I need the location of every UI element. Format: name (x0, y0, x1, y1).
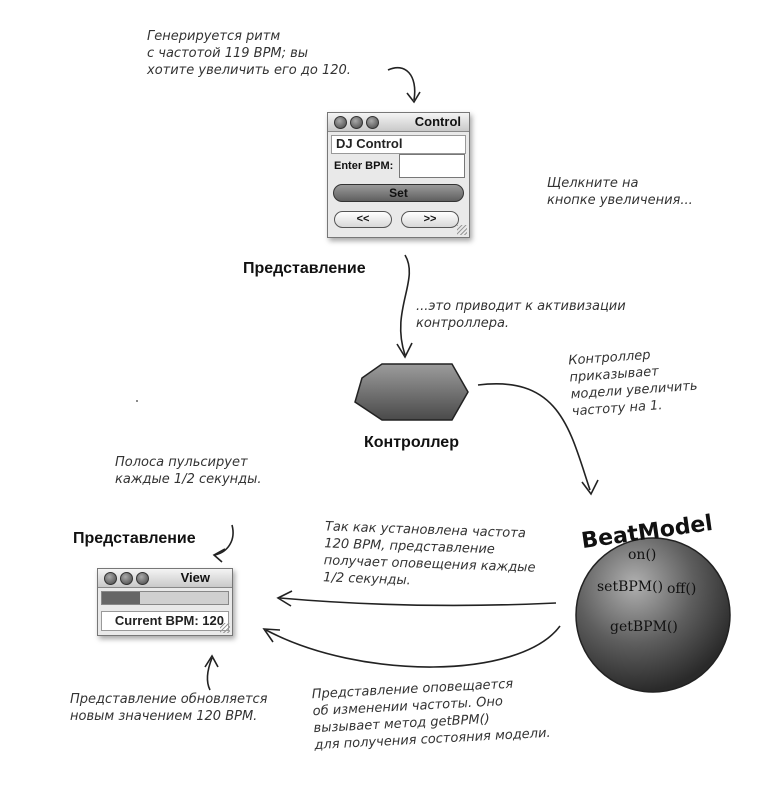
dj-control-window: Control DJ Control Enter BPM: Set << >> (327, 112, 470, 238)
beat-pulse-bar (101, 591, 229, 605)
minimize-icon[interactable] (120, 572, 133, 585)
beat-pulse-fill (102, 592, 140, 604)
view-window-title: View (180, 570, 210, 585)
close-icon[interactable] (104, 572, 117, 585)
note-view-notified: Представление оповещается об изменении ч… (311, 676, 551, 754)
method-off: off() (667, 581, 697, 597)
set-button[interactable]: Set (333, 184, 464, 202)
note-view-updated: Представление обновляется новым значение… (70, 692, 268, 724)
note-click-increase: Щелкните на кнопке увеличения... (547, 176, 693, 208)
bpm-input[interactable] (399, 154, 465, 178)
label-controller: Контроллер (364, 434, 459, 451)
resize-grip[interactable] (457, 225, 467, 235)
arrow-model-to-view-lower (265, 625, 561, 668)
current-bpm-display: Current BPM: 120 (101, 611, 229, 631)
dj-control-header: DJ Control (331, 135, 466, 154)
note-activate-controller: ...это приводит к активизации контроллер… (416, 299, 626, 331)
minimize-icon[interactable] (350, 116, 363, 129)
note-bar-pulses: Полоса пульсирует каждые 1/2 секунды. (115, 455, 262, 487)
arrow-updated-to-view (206, 657, 213, 691)
control-titlebar: Control (328, 113, 469, 132)
arrow-controller-to-model (477, 383, 591, 491)
controller-shape (354, 363, 469, 421)
view-window: View Current BPM: 120 (97, 568, 233, 636)
method-on: on() (628, 547, 657, 563)
close-icon[interactable] (334, 116, 347, 129)
arrow-view-to-controller (399, 254, 411, 356)
resize-grip[interactable] (220, 623, 230, 633)
label-view-bottom: Представление (73, 530, 196, 547)
bpm-label: Enter BPM: (334, 160, 394, 172)
label-view-top: Представление (243, 260, 366, 277)
note-generated-rhythm: Генерируется ритм с частотой 119 BPM; вы… (147, 29, 351, 78)
note-controller-tells-model: Контроллер приказывает модели увеличить … (567, 347, 699, 420)
view-titlebar: View (98, 569, 232, 588)
control-window-title: Control (414, 114, 461, 129)
arrow-note-to-control (387, 66, 416, 101)
decrease-button[interactable]: << (334, 211, 392, 228)
method-setbpm: setBPM() (597, 579, 664, 595)
arrow-model-to-view-upper (279, 597, 557, 607)
zoom-icon[interactable] (136, 572, 149, 585)
increase-button[interactable]: >> (401, 211, 459, 228)
note-half-second-notify: Так как установлена частота 120 BPM, пре… (322, 519, 536, 589)
arrow-pulse-to-view (214, 524, 234, 556)
zoom-icon[interactable] (366, 116, 379, 129)
beat-model-sphere (575, 537, 731, 693)
method-getbpm: getBPM() (610, 619, 678, 635)
